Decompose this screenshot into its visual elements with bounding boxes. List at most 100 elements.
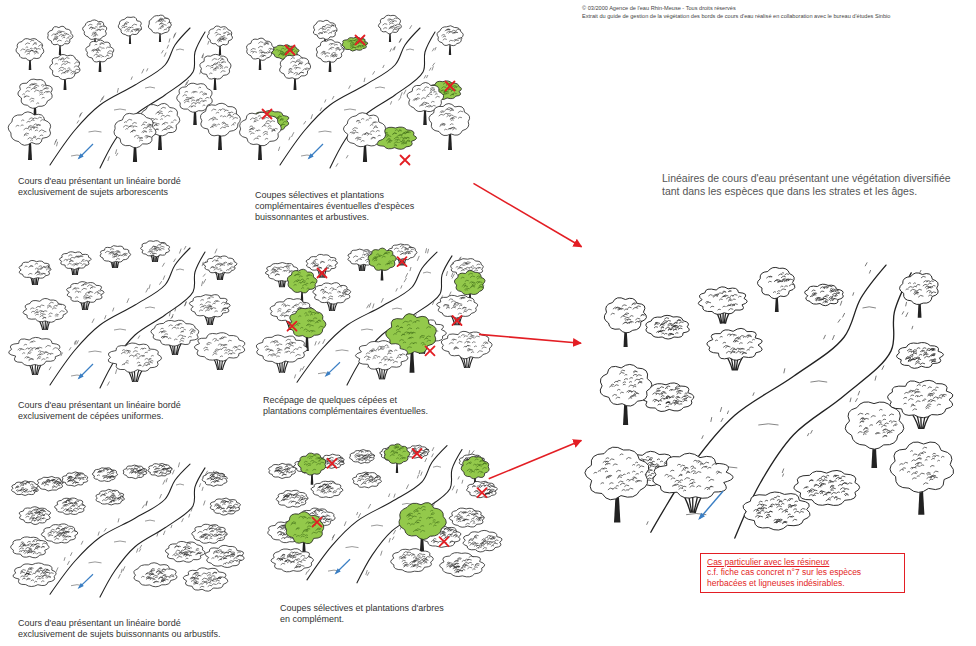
panel-caption: Recépage de quelques cépées et plantatio… [255, 232, 475, 417]
foliage-hatch [88, 23, 104, 37]
tree-canopy [900, 273, 939, 305]
foliage-hatch [206, 58, 228, 74]
tree-canopy [454, 270, 485, 294]
panel-caption: Coupes sélectives et plantations complém… [245, 8, 470, 223]
foliage-hatch [466, 459, 486, 473]
foliage-hatch [294, 272, 315, 288]
foliage-hatch [156, 18, 172, 30]
foliage-hatch [26, 509, 48, 522]
tree-canopy [585, 447, 649, 500]
river-scene [239, 15, 469, 168]
foliage-hatch [350, 118, 380, 142]
coppice-canopy [256, 335, 307, 364]
foliage-hatch [153, 464, 172, 474]
bush [55, 498, 86, 514]
foliage-hatch [394, 320, 431, 348]
bush [276, 490, 308, 507]
river-scene [256, 244, 492, 385]
tree-canopy [298, 453, 326, 475]
result-panel: Linéaires de cours d'eau présentant une … [585, 172, 965, 548]
caption-text: Coupes sélectives et plantations complém… [255, 190, 437, 223]
foliage-hatch [210, 257, 234, 271]
coppice-canopy [23, 298, 67, 322]
flow-arrow-head [78, 583, 84, 589]
water-ripple [71, 49, 184, 156]
foliage-hatch [472, 482, 495, 495]
tree-canopy [50, 54, 80, 79]
cut-mark [446, 82, 455, 91]
cut-mark [318, 269, 327, 278]
foliage-hatch [64, 255, 88, 266]
foliage-hatch [321, 43, 344, 57]
foliage-hatch [173, 543, 202, 559]
foliage-hatch [20, 567, 53, 582]
bush [92, 468, 117, 482]
coppice-canopy [203, 256, 237, 274]
river-bank [280, 28, 420, 165]
foliage-hatch [390, 446, 406, 460]
foliage-hatch [288, 58, 310, 76]
tree-canopy [114, 113, 156, 148]
bush [311, 481, 343, 497]
cut-mark [478, 488, 487, 497]
river-scene [585, 262, 954, 538]
bush [134, 563, 177, 587]
flow-arrow-head [78, 153, 84, 159]
foliage-hatch [55, 57, 80, 74]
tree-canopy [48, 26, 73, 46]
grass [54, 33, 215, 162]
foliage-hatch [318, 24, 337, 34]
tree-canopy [83, 20, 107, 40]
foliage-hatch [468, 535, 498, 549]
panel-caption: Cours d'eau présentant un linéaire bordé… [12, 440, 237, 640]
tree-canopy [890, 442, 954, 492]
foliage-hatch [52, 31, 71, 42]
foliage-hatch [41, 479, 63, 488]
tree-canopy [239, 112, 281, 146]
bush [467, 481, 498, 497]
foliage-hatch [215, 29, 232, 42]
coppice-canopy [653, 453, 733, 498]
foliage-hatch [610, 370, 644, 399]
foliage-hatch [304, 455, 325, 470]
foliage-hatch [311, 259, 335, 269]
foliage-hatch [715, 334, 754, 354]
bush [183, 568, 228, 591]
bush [350, 450, 375, 464]
foliage-hatch [905, 348, 935, 365]
foliage-hatch [16, 117, 46, 140]
river-scene [11, 462, 245, 597]
flow-arrow-connector [473, 183, 581, 246]
tree-canopy [16, 39, 44, 61]
river-bank [347, 256, 452, 385]
foliage-hatch [105, 248, 127, 259]
cut-mark [413, 449, 422, 458]
tree-canopy [604, 298, 646, 333]
coppice-canopy [151, 320, 199, 346]
cut-mark [263, 110, 272, 119]
foliage-hatch [611, 303, 645, 324]
foliage-hatch [449, 334, 488, 353]
copyright-note: © 03/2000 Agence de l'eau Rhin-Meuse - T… [582, 5, 736, 12]
foliage-hatch [21, 40, 43, 54]
tree-canopy [200, 54, 231, 79]
foliage-hatch [447, 556, 480, 573]
bush [11, 537, 49, 558]
coppice-canopy [9, 337, 62, 365]
foliage-hatch [30, 302, 64, 318]
panel-caption: Cours d'eau présentant un linéaire bordé… [12, 222, 237, 422]
coppice-canopy [67, 282, 104, 303]
caption-text: Cours d'eau présentant un linéaire bordé… [18, 618, 223, 640]
bush [440, 553, 485, 577]
note-heading: Cas particulier avec les résineux [707, 557, 867, 567]
cut-mark [313, 518, 322, 527]
bush [352, 472, 381, 488]
note-body: c.f. fiche cas concret n°7 sur les espèc… [707, 567, 867, 588]
foliage-hatch [383, 18, 400, 31]
tree-canopy [118, 17, 141, 36]
foliage-hatch [274, 465, 294, 476]
coppice-canopy [59, 252, 91, 270]
foliage-hatch [159, 323, 195, 342]
river-bank [50, 248, 190, 385]
